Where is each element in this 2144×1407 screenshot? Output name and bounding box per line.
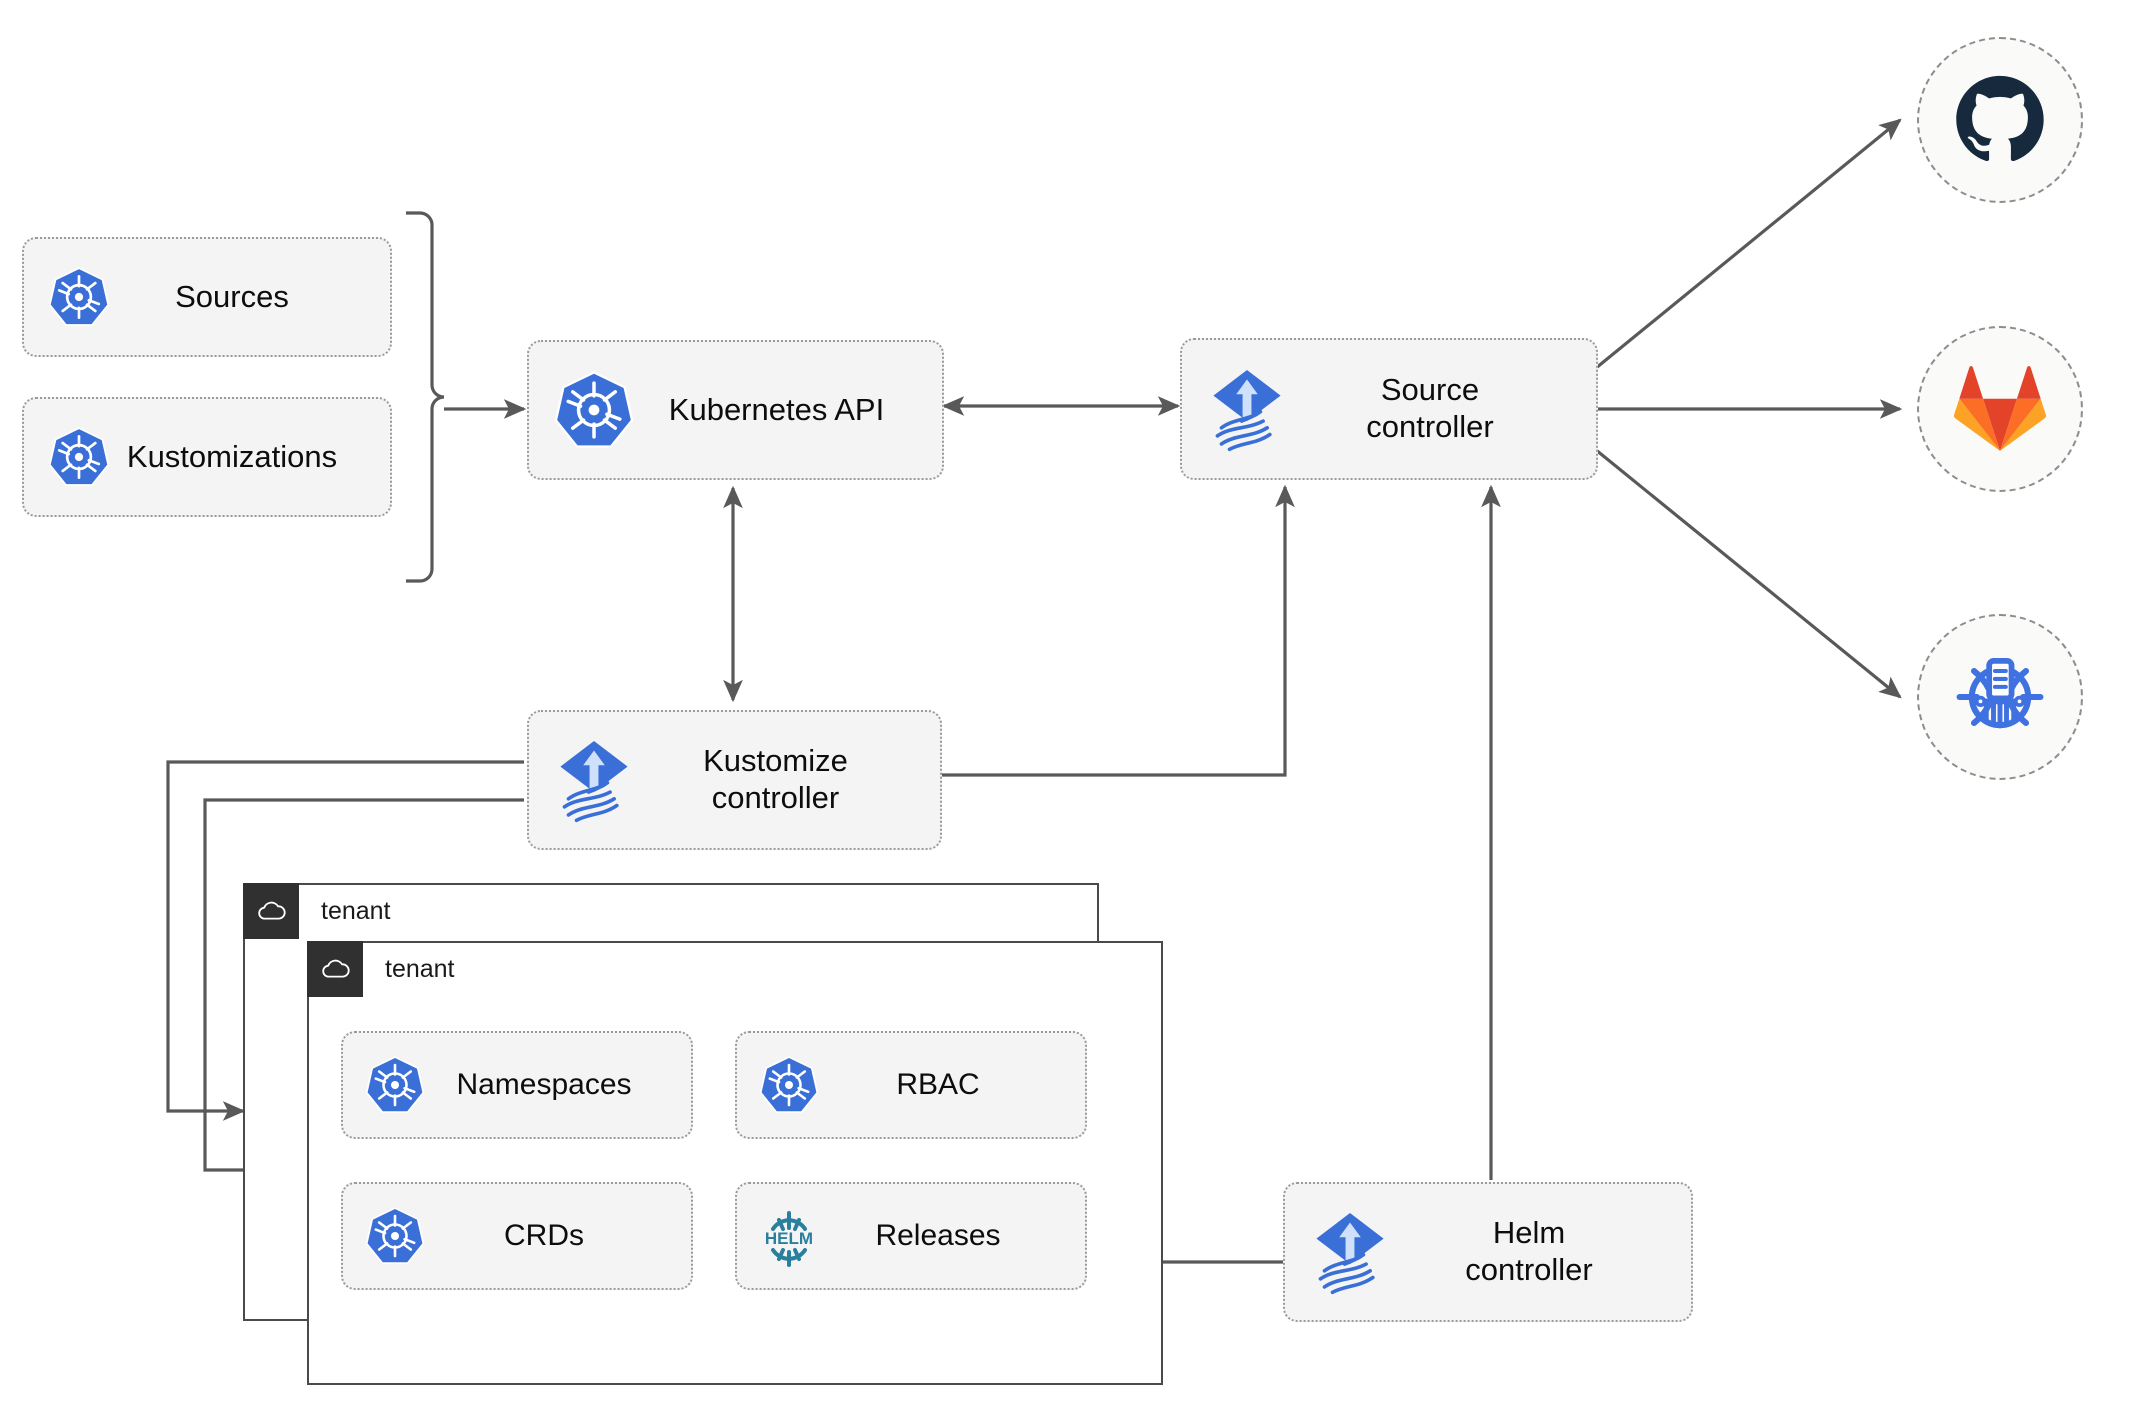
helm-repository-icon [1948, 645, 2052, 749]
cloud-icon [243, 883, 299, 939]
tenant-resource-rbac[interactable]: RBAC [735, 1031, 1087, 1139]
provider-helm-repository[interactable] [1917, 614, 2083, 780]
kubernetes-icon [46, 424, 112, 490]
svg-text:HELM: HELM [765, 1229, 813, 1248]
resource-chip-label: Kustomizations [126, 438, 338, 474]
provider-github[interactable] [1917, 37, 2083, 203]
resource-chip-label: Sources [175, 278, 289, 314]
tenant-resource-releases[interactable]: HELM Releases [735, 1182, 1087, 1290]
node-kustomize-controller[interactable]: Kustomize controller [527, 710, 942, 850]
tenant-label: tenant [385, 954, 455, 983]
kubernetes-icon [757, 1053, 821, 1117]
kubernetes-icon [363, 1053, 427, 1117]
cloud-icon [307, 941, 363, 997]
tenant-window-inner[interactable]: tenant [307, 941, 1163, 1385]
tenant-label: tenant [321, 896, 391, 925]
kubernetes-icon [551, 367, 637, 453]
github-icon [1954, 74, 2046, 166]
tenant-resource-namespaces[interactable]: Namespaces [341, 1031, 693, 1139]
tenant-resource-label: Namespaces [456, 1068, 632, 1102]
edge-source-to-github [1594, 118, 1902, 370]
node-label: Kubernetes API [668, 391, 885, 427]
resource-chip-kustomizations[interactable]: Kustomizations [22, 397, 392, 517]
flux-icon [551, 737, 637, 823]
tenant-title-bar: tenant [307, 941, 455, 997]
node-label: Helm controller [1465, 1215, 1593, 1287]
gitlab-icon [1954, 363, 2046, 455]
brace-connector [406, 211, 445, 583]
node-label: Kustomize controller [703, 743, 848, 815]
kubernetes-icon [363, 1204, 427, 1268]
resource-chip-sources[interactable]: Sources [22, 237, 392, 357]
edge-source-to-bucket [1594, 448, 1902, 699]
tenant-resource-label: CRDs [504, 1219, 584, 1253]
node-source-controller[interactable]: Source controller [1180, 338, 1598, 480]
tenant-resource-label: RBAC [896, 1068, 980, 1102]
flux-icon [1204, 366, 1290, 452]
provider-gitlab[interactable] [1917, 326, 2083, 492]
kubernetes-icon [46, 264, 112, 330]
node-kubernetes-api[interactable]: Kubernetes API [527, 340, 944, 480]
node-helm-controller[interactable]: Helm controller [1283, 1182, 1693, 1322]
helm-icon: HELM [757, 1204, 821, 1268]
node-label: Source controller [1366, 372, 1494, 444]
flux-icon [1307, 1209, 1393, 1295]
edge-kustomize-to-source [940, 484, 1295, 777]
tenant-resource-label: Releases [875, 1219, 1001, 1253]
tenant-resource-crds[interactable]: CRDs [341, 1182, 693, 1290]
tenant-title-bar: tenant [243, 883, 391, 939]
